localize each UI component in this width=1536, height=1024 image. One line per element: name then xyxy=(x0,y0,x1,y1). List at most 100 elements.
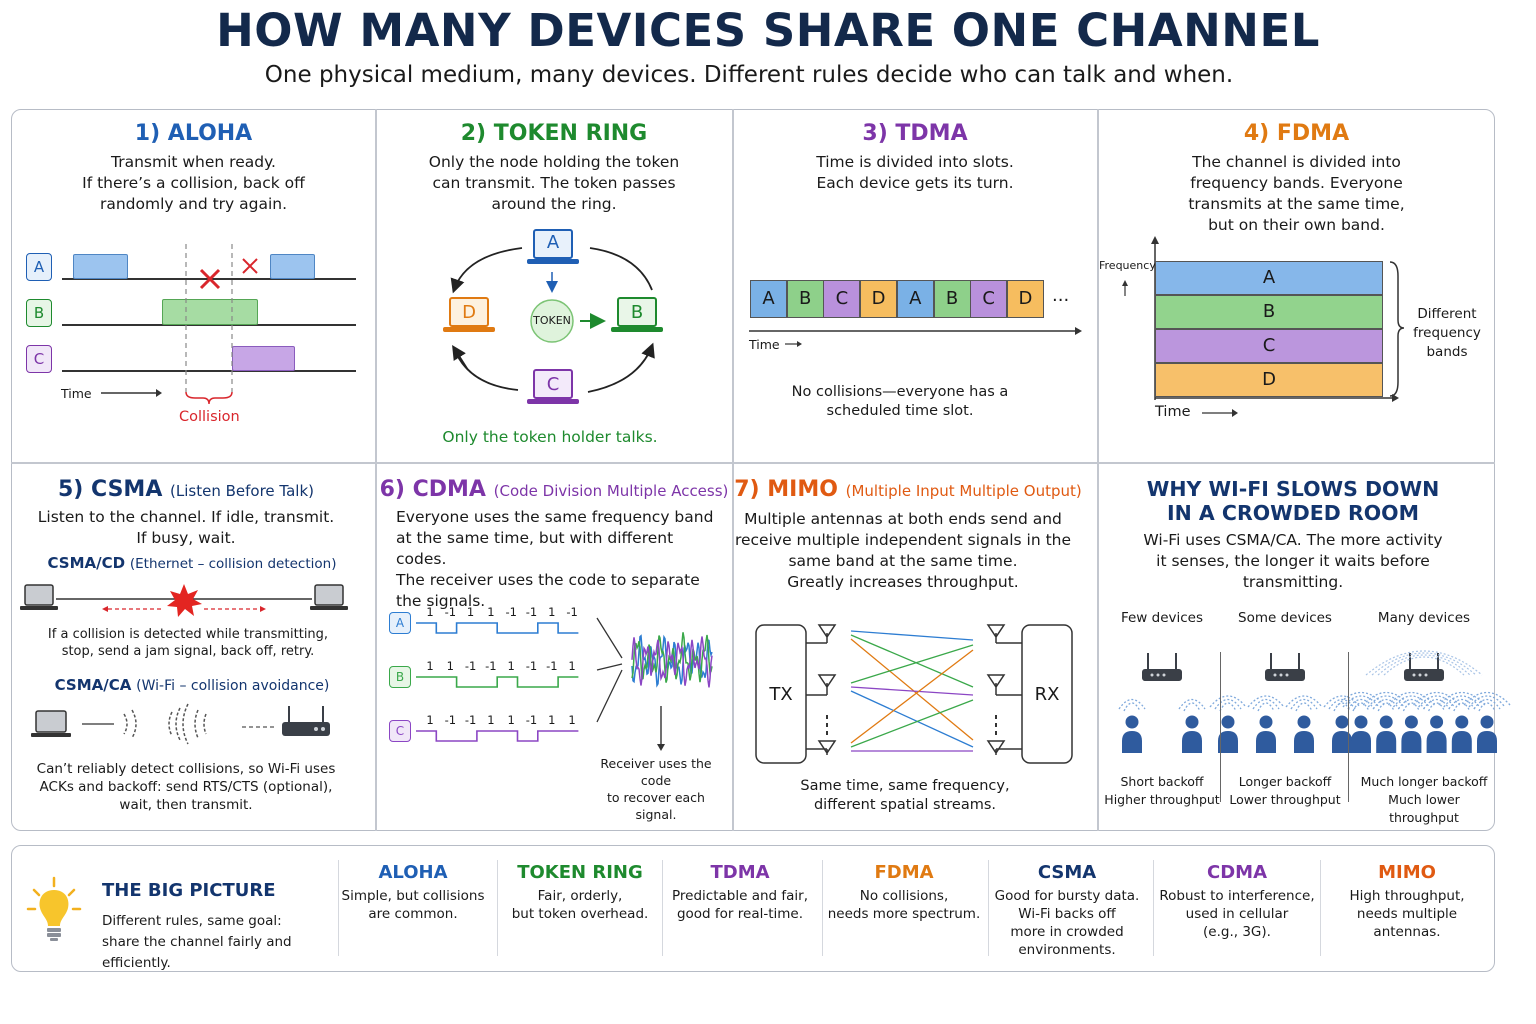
big-picture-item-text: Simple, but collisions xyxy=(341,888,485,904)
mimo-footer: Same time, same frequency,different spat… xyxy=(800,778,1010,813)
big-picture-divider xyxy=(1153,860,1154,956)
cdma-chip-value: 1 xyxy=(548,605,556,619)
tdma-ellipsis: ... xyxy=(1052,285,1070,306)
tdma-slot: C xyxy=(970,280,1008,318)
laptop-icon xyxy=(20,584,58,610)
aloha-description: Transmit when ready.If there’s a collisi… xyxy=(82,153,305,213)
big-picture-item-text: (e.g., 3G). xyxy=(1203,924,1271,940)
person-icon xyxy=(1122,715,1142,753)
grid-divider xyxy=(375,109,377,831)
big-picture-panel xyxy=(11,845,1495,972)
fdma-time-label: Time xyxy=(1155,404,1191,420)
token-icon xyxy=(530,299,574,343)
ring-arrow xyxy=(450,247,523,294)
laptop-icon xyxy=(31,710,71,737)
aloha-title: 1) ALOHA xyxy=(134,121,253,146)
cdma-device-label: A xyxy=(389,612,411,634)
wifi-column-label: Some devices xyxy=(1238,610,1332,626)
cdma-chip-value: -1 xyxy=(525,659,538,673)
node-d-label: D xyxy=(462,302,476,323)
person-icon xyxy=(1376,715,1397,753)
cdma-chip-value: -1 xyxy=(485,659,497,673)
person-icon xyxy=(1256,715,1276,753)
big-picture-item-text: needs multiple xyxy=(1356,906,1458,922)
big-picture-item-name: CDMA xyxy=(1207,862,1267,883)
token-ring-diagram xyxy=(443,229,663,404)
tdma-slot: D xyxy=(1006,280,1044,318)
person-icon xyxy=(1426,715,1447,753)
cdma-code-waveform xyxy=(416,622,579,634)
big-picture-item-text: Wi-Fi backs off xyxy=(1018,906,1116,922)
tx-label: TX xyxy=(769,684,793,705)
big-picture-item-text: but token overhead. xyxy=(511,906,649,922)
cdma-chip-value: 1 xyxy=(507,713,515,727)
mimo-diagram xyxy=(755,624,1073,764)
person-icon xyxy=(1332,715,1352,753)
token-label: TOKEN xyxy=(533,314,571,327)
ring-arrow xyxy=(587,342,655,393)
wifi-column-label: Many devices xyxy=(1377,610,1471,626)
big-picture-item-text: more in crowded xyxy=(1010,924,1124,940)
tdma-slot: A xyxy=(750,280,787,318)
big-picture-item-text: good for real-time. xyxy=(676,906,804,922)
jam-burst-icon xyxy=(167,584,202,617)
tx-antenna-icon xyxy=(806,624,837,755)
rx-label: RX xyxy=(1034,684,1060,705)
fdma-band-a: A xyxy=(1155,261,1383,295)
cdma-chip-value: 1 xyxy=(487,713,495,727)
page-title: HOW MANY DEVICES SHARE ONE CHANNEL xyxy=(216,4,1320,57)
cdma-chip-value: -1 xyxy=(525,605,538,619)
cdma-chip-value: -1 xyxy=(444,713,457,727)
band-brace xyxy=(1389,261,1405,397)
big-picture-item-text: High throughput, xyxy=(1349,888,1465,904)
rx-box xyxy=(1021,624,1073,764)
aloha-collision-graphic xyxy=(101,244,258,405)
tdma-slot: A xyxy=(896,280,934,318)
collision-x-icon xyxy=(199,268,221,290)
token-ring-title: 2) TOKEN RING xyxy=(460,121,648,146)
tdma-slot: B xyxy=(933,280,971,318)
device-c-label: C xyxy=(26,345,52,373)
cdma-code-waveform xyxy=(416,676,579,688)
csma-ca-diagram xyxy=(31,703,330,745)
cdma-title: 6) CDMA (Code Division Multiple Access) xyxy=(379,477,729,502)
person-icon xyxy=(1351,715,1371,753)
cdma-chip-value: 1 xyxy=(426,659,434,673)
fdma-band-b: B xyxy=(1155,295,1383,329)
big-picture-item-name: MIMO xyxy=(1378,862,1436,883)
wifi-room-graphic xyxy=(1337,650,1511,753)
wifi-column-label: Few devices xyxy=(1120,610,1204,626)
device-c-timeline xyxy=(62,370,356,372)
big-picture-item-name: FDMA xyxy=(874,862,934,883)
cdma-chip-value: 1 xyxy=(568,713,576,727)
wifi-room-graphic xyxy=(1118,653,1206,753)
cdma-chip-value: -1 xyxy=(464,659,477,673)
wifi-wave-icon xyxy=(123,703,207,745)
big-picture-item-name: TDMA xyxy=(710,862,770,883)
tdma-slot: B xyxy=(786,280,824,318)
node-b-label: B xyxy=(630,302,644,323)
page-subtitle: One physical medium, many devices. Diffe… xyxy=(264,62,1234,88)
cdma-chip-value: 1 xyxy=(426,605,434,619)
big-picture-divider xyxy=(662,860,663,956)
node-c-label: C xyxy=(546,374,560,395)
cdma-chip-value: -1 xyxy=(525,713,538,727)
cdma-chip-value: -1 xyxy=(566,605,578,619)
csma-description: Listen to the channel. If idle, transmit… xyxy=(37,508,335,547)
big-picture-divider xyxy=(338,860,339,956)
big-picture-item-name: ALOHA xyxy=(378,862,448,883)
cdma-combined-signal xyxy=(596,617,713,751)
cdma-chip-value: 1 xyxy=(487,605,495,619)
ring-arrow xyxy=(453,347,519,391)
